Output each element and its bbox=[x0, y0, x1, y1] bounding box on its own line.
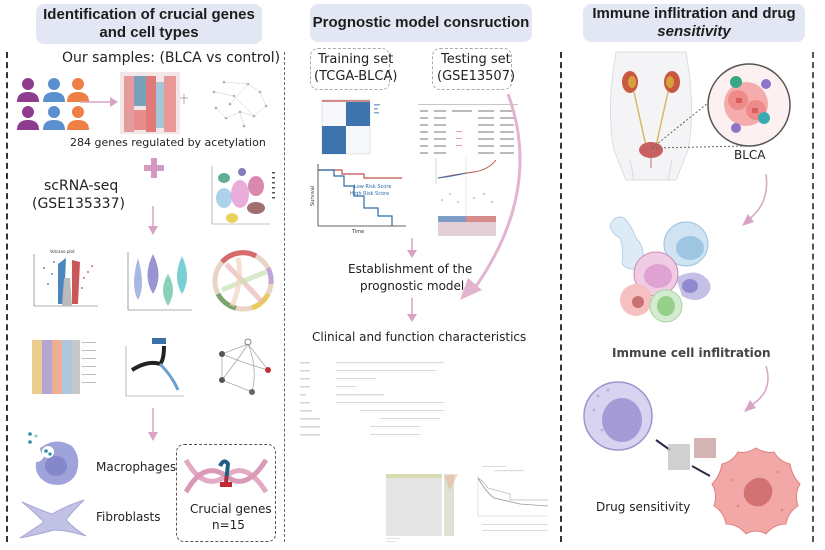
tumor-microenvironment-circle bbox=[707, 63, 791, 147]
samples-label: Our samples: (BLCA vs control) bbox=[62, 50, 281, 66]
arrow-down-icon bbox=[407, 298, 417, 322]
validation-km-thumbnail bbox=[477, 466, 549, 531]
crucial-genes-box bbox=[176, 444, 276, 542]
trajectory-plot-thumbnail bbox=[125, 338, 184, 397]
plus-icon bbox=[144, 158, 164, 178]
panel2-header: Prognostic model consruction bbox=[310, 4, 532, 42]
panel1-header: Identification of crucial genes and cell… bbox=[36, 4, 262, 44]
chord-diagram-thumbnail bbox=[212, 250, 274, 312]
urinary-system-illustration bbox=[609, 51, 693, 181]
testing-set-line1: Testing set bbox=[441, 52, 511, 67]
establish-label-line1: Establishment of the bbox=[348, 262, 473, 276]
panel3-title-line2: sensitivity bbox=[657, 23, 731, 40]
person-icon bbox=[17, 78, 89, 130]
establish-label-line2: prognostic model bbox=[360, 279, 465, 293]
arrow-right-icon bbox=[80, 97, 118, 107]
arrow-down-icon bbox=[148, 408, 158, 441]
cell-type-macrophages: Macrophages bbox=[96, 460, 177, 474]
curved-arrow-icon bbox=[460, 93, 522, 300]
clinical-table-thumbnail bbox=[300, 362, 444, 436]
km-xlabel: Time bbox=[351, 229, 364, 235]
panel1-title-line1: Identification of crucial genes bbox=[43, 6, 255, 23]
consensus-matrix-thumbnail bbox=[321, 99, 380, 155]
panel2-title: Prognostic model consruction bbox=[312, 14, 530, 31]
km-ylabel: Survival bbox=[310, 186, 316, 206]
training-set-box bbox=[310, 48, 390, 90]
km-legend-high: High Risk Score bbox=[350, 191, 389, 197]
macrophage-icon bbox=[28, 432, 79, 485]
testing-set-line2: (GSE13507) bbox=[437, 69, 516, 84]
gene-heatmap-thumbnail bbox=[32, 340, 96, 394]
panel3-header: Immune inflitration and drug sensitivity bbox=[583, 4, 805, 42]
training-set-line2: (TCGA-BLCA) bbox=[314, 69, 398, 84]
scrna-label-line2: (GSE135337) bbox=[32, 196, 125, 212]
dna-icon bbox=[183, 458, 269, 494]
blca-label: BLCA bbox=[734, 148, 766, 162]
lymphocyte-icon bbox=[583, 381, 653, 451]
volcano-title: Volcano plot bbox=[50, 249, 75, 254]
violin-plot-thumbnail bbox=[127, 252, 192, 311]
heatmap-thumbnail bbox=[120, 72, 188, 134]
crucial-genes-label: Crucial genes bbox=[190, 502, 272, 516]
cell-type-fibroblasts: Fibroblasts bbox=[96, 510, 161, 524]
cell-network-thumbnail bbox=[219, 338, 271, 395]
fibroblast-icon bbox=[19, 499, 87, 539]
immune-label: Immune cell inflitration bbox=[612, 346, 771, 360]
function-heatmap-thumbnail bbox=[386, 474, 458, 542]
panel1-title-line2: and cell types bbox=[99, 24, 199, 41]
volcano-plot-thumbnail: Volcano plot bbox=[33, 249, 98, 307]
km-survival-plot: Low Risk Score High Risk Score Survival … bbox=[310, 164, 406, 235]
drug-molecule-icon bbox=[655, 438, 716, 477]
genes-label: 284 genes regulated by acetylation bbox=[70, 136, 266, 149]
km-legend-low: Low Risk Score bbox=[354, 184, 391, 190]
arrow-down-icon bbox=[148, 206, 158, 235]
risk-score-plot-thumbnail bbox=[435, 156, 497, 236]
cox-table-thumbnail bbox=[418, 104, 518, 154]
scrna-label-line1: scRNA-seq bbox=[44, 178, 119, 194]
testing-set-box bbox=[432, 48, 512, 90]
clinical-label: Clinical and function characteristics bbox=[312, 330, 527, 344]
tsne-plot-thumbnail bbox=[211, 166, 275, 225]
immune-cells-illustration bbox=[609, 216, 711, 323]
curved-arrow-icon bbox=[742, 173, 768, 226]
arrow-down-icon bbox=[407, 238, 417, 258]
separator-right bbox=[812, 52, 814, 542]
network-thumbnail bbox=[212, 80, 268, 128]
training-set-line1: Training set bbox=[318, 52, 394, 67]
crucial-genes-count: n=15 bbox=[212, 518, 245, 532]
curved-arrow-icon bbox=[744, 365, 769, 412]
separator-mid-left bbox=[284, 52, 285, 542]
panel3-title-line1: Immune inflitration and drug bbox=[592, 5, 796, 22]
cancer-cell-icon bbox=[711, 447, 801, 535]
separator-mid-right bbox=[560, 52, 562, 542]
separator-left bbox=[6, 52, 8, 542]
drug-sensitivity-label: Drug sensitivity bbox=[596, 500, 691, 514]
samples-people-icon bbox=[17, 78, 89, 130]
